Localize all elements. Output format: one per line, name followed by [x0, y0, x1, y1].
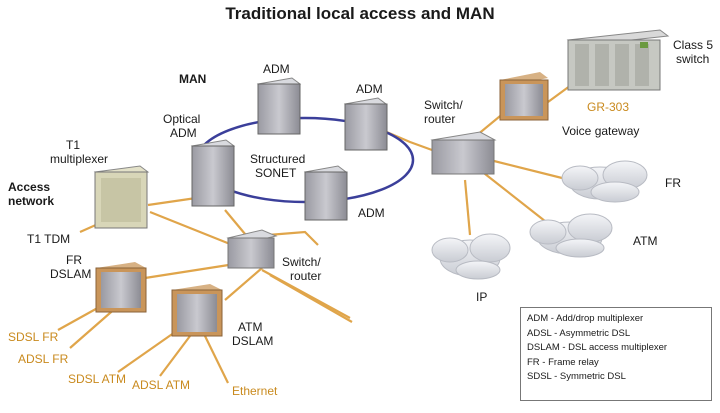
class5-switch-equipment [566, 29, 670, 91]
atm-dslam-equipment [171, 284, 223, 337]
optical-adm-label-line1: Optical [163, 112, 201, 126]
voice-gateway-equipment [499, 72, 549, 121]
sonet-label-line1: Structured [250, 152, 306, 166]
adm-right-equipment [343, 97, 388, 151]
ip-cloud-label: IP [476, 290, 488, 304]
legend-box: ADM - Add/drop multiplexer ADSL - Asymme… [520, 307, 712, 401]
fr-dslam-equipment [95, 262, 147, 313]
link-switch-to-ethernet-2 [269, 274, 353, 323]
switch-router-top-label-line1: Switch/ [424, 98, 463, 112]
switch-router-bottom-label-line2: router [290, 269, 322, 283]
adsl-atm-label: ADSL ATM [132, 378, 191, 392]
fr-cloud-label: FR [665, 176, 681, 190]
link-ethernet [204, 335, 229, 384]
atm-cloud-label: ATM [633, 234, 658, 248]
sonet-label-line2: SONET [255, 166, 297, 180]
link-sdsl-atm [117, 329, 179, 373]
t1-multiplexer-equipment [93, 165, 150, 229]
diagram-title: Traditional local access and MAN [225, 4, 495, 23]
optical-adm-equipment [190, 139, 236, 207]
voice-gateway-label: Voice gateway [562, 124, 640, 138]
link-t1-to-switch-bottom [149, 210, 236, 248]
ip-cloud [431, 233, 511, 280]
man-label: MAN [179, 72, 207, 86]
adm-top-equipment [256, 77, 302, 135]
fr-dslam-label-line1: FR [66, 253, 82, 267]
adm-right-label: ADM [356, 82, 383, 96]
legend-item: FR - Frame relay [527, 356, 599, 368]
link-switch-top-to-fr [489, 158, 571, 182]
link-switch-bottom-out [267, 230, 319, 246]
link-adsl-fr [69, 305, 119, 349]
link-fr-dslam-to-switch [144, 262, 236, 280]
adm-bottom-label: ADM [358, 206, 385, 220]
atm-cloud [529, 213, 613, 258]
links [57, 79, 579, 384]
sdsl-atm-label: SDSL ATM [68, 372, 127, 386]
link-switch-top-to-ip [463, 179, 472, 236]
optical-adm-label-line2: ADM [170, 126, 197, 140]
class5-switch-label-line1: Class 5 [673, 38, 714, 52]
switch-router-top-label-line2: router [424, 112, 456, 126]
adm-top-label: ADM [263, 62, 290, 76]
t1-tdm-label: T1 TDM [27, 232, 71, 246]
access-network-label-line1: Access [8, 180, 51, 194]
adsl-fr-label: ADSL FR [18, 352, 69, 366]
class5-switch-label-line2: switch [676, 52, 710, 66]
link-switch-top-to-atm [479, 169, 551, 226]
ethernet-label: Ethernet [232, 384, 278, 398]
switch-router-top-equipment [430, 131, 497, 175]
switch-router-bottom-equipment [226, 229, 278, 269]
t1-multiplexer-label-line1: T1 [66, 138, 81, 152]
fr-dslam-label-line2: DSLAM [50, 267, 92, 281]
legend-item: SDSL - Symmetric DSL [527, 371, 626, 382]
link-adsl-atm [159, 335, 191, 377]
switch-router-bottom-label-line1: Switch/ [282, 255, 321, 269]
legend-item: ADM - Add/drop multiplexer [527, 313, 644, 324]
fr-cloud [561, 160, 648, 203]
t1-multiplexer-label-line2: multiplexer [50, 152, 109, 166]
legend-item: DSLAM - DSL access multiplexer [527, 342, 668, 353]
access-network-label-line2: network [8, 194, 55, 208]
link-atm-dslam-to-switch [224, 267, 263, 301]
sdsl-fr-label: SDSL FR [8, 330, 59, 344]
atm-dslam-label-line1: ATM [238, 320, 263, 334]
adm-bottom-equipment [303, 165, 348, 221]
legend-item: ADSL - Asymmetric DSL [527, 327, 631, 339]
atm-dslam-label-line2: DSLAM [232, 334, 274, 348]
gr303-label: GR-303 [587, 100, 630, 114]
